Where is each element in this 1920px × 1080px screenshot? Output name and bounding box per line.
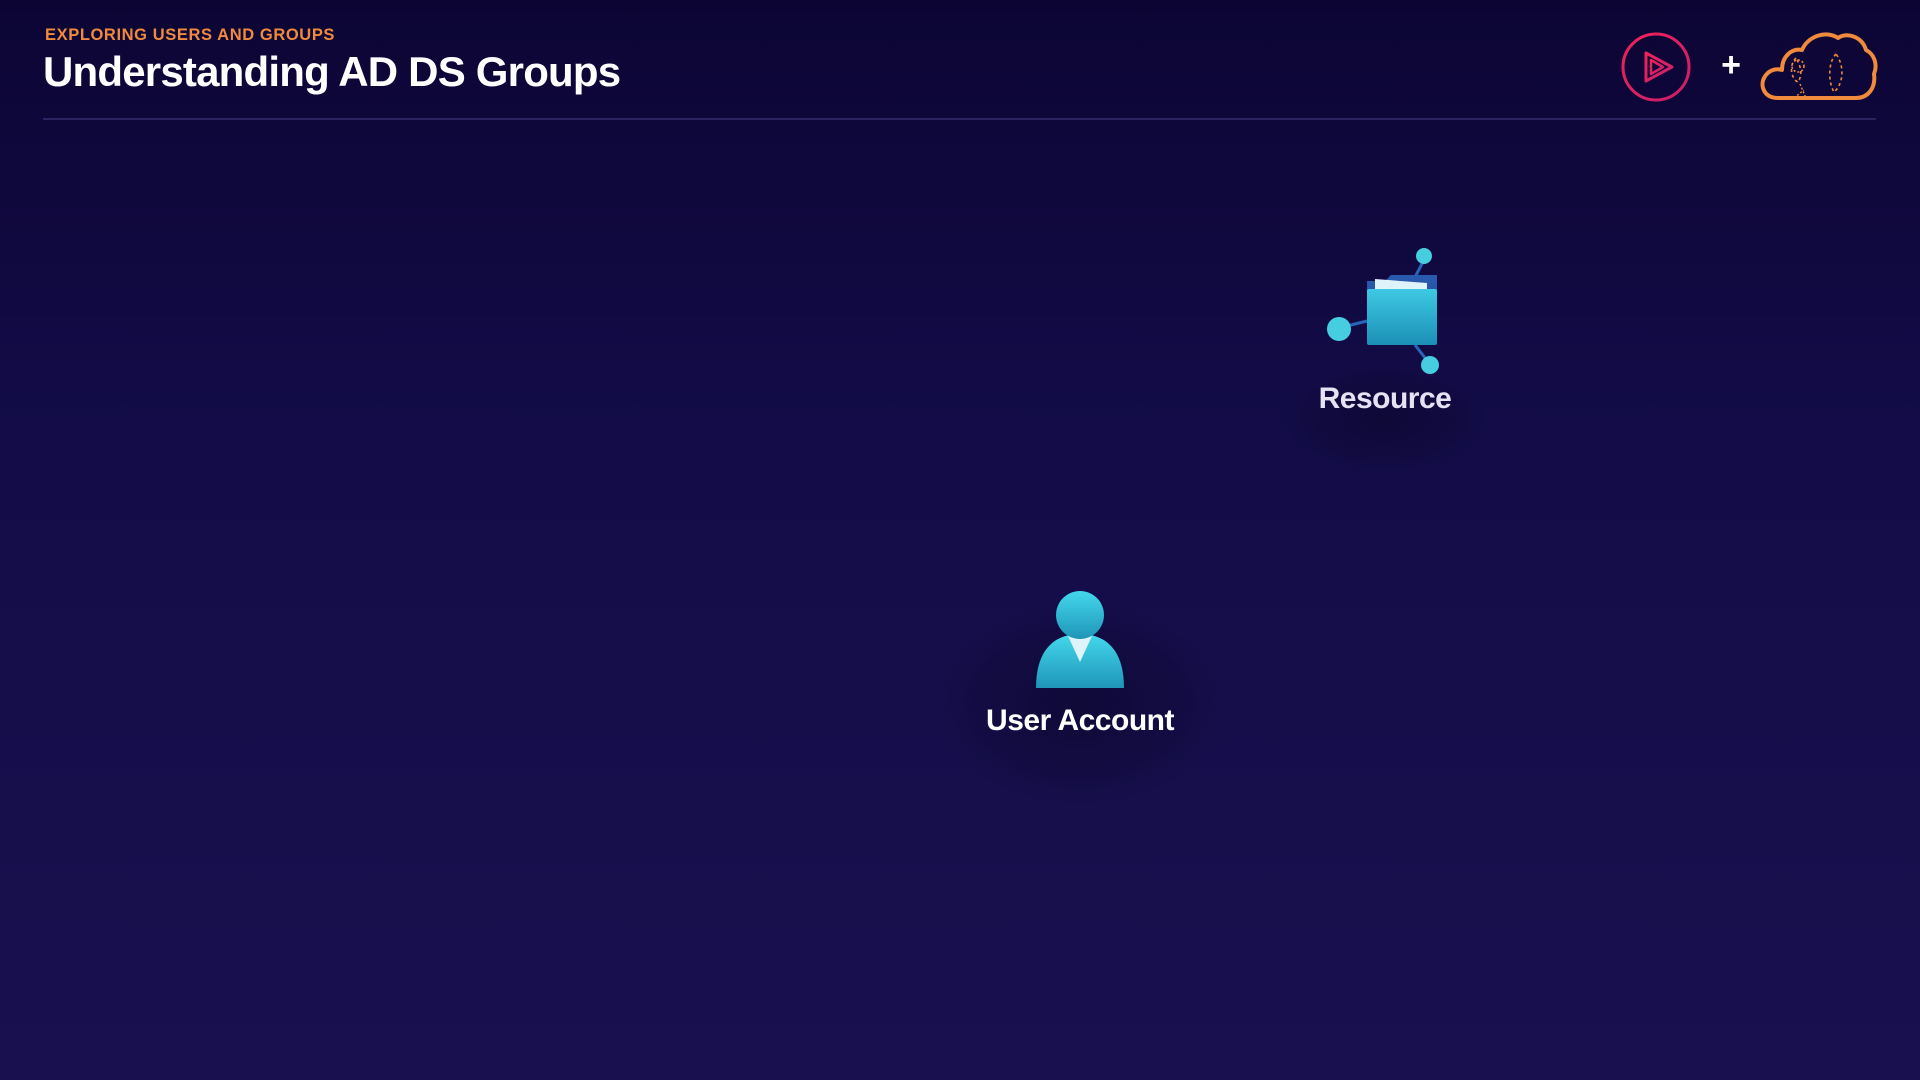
resource-label: Resource <box>1318 382 1452 415</box>
shared-folder-icon <box>1327 248 1439 374</box>
user-account-node: User Account <box>930 590 1230 810</box>
user-icon <box>1036 591 1124 688</box>
page-title: Understanding AD DS Groups <box>43 48 621 95</box>
resource-glow <box>1280 365 1490 475</box>
play-circle-logo-icon <box>1621 32 1691 102</box>
cloud-logo-icon <box>1760 32 1878 100</box>
section-eyebrow: EXPLORING USERS AND GROUPS <box>45 26 336 44</box>
user-account-label: User Account <box>986 704 1174 737</box>
brand-logos: + <box>1620 28 1880 108</box>
plus-separator: + <box>1721 46 1741 84</box>
header-divider <box>43 118 1876 120</box>
resource-node: Resource <box>1280 245 1490 475</box>
